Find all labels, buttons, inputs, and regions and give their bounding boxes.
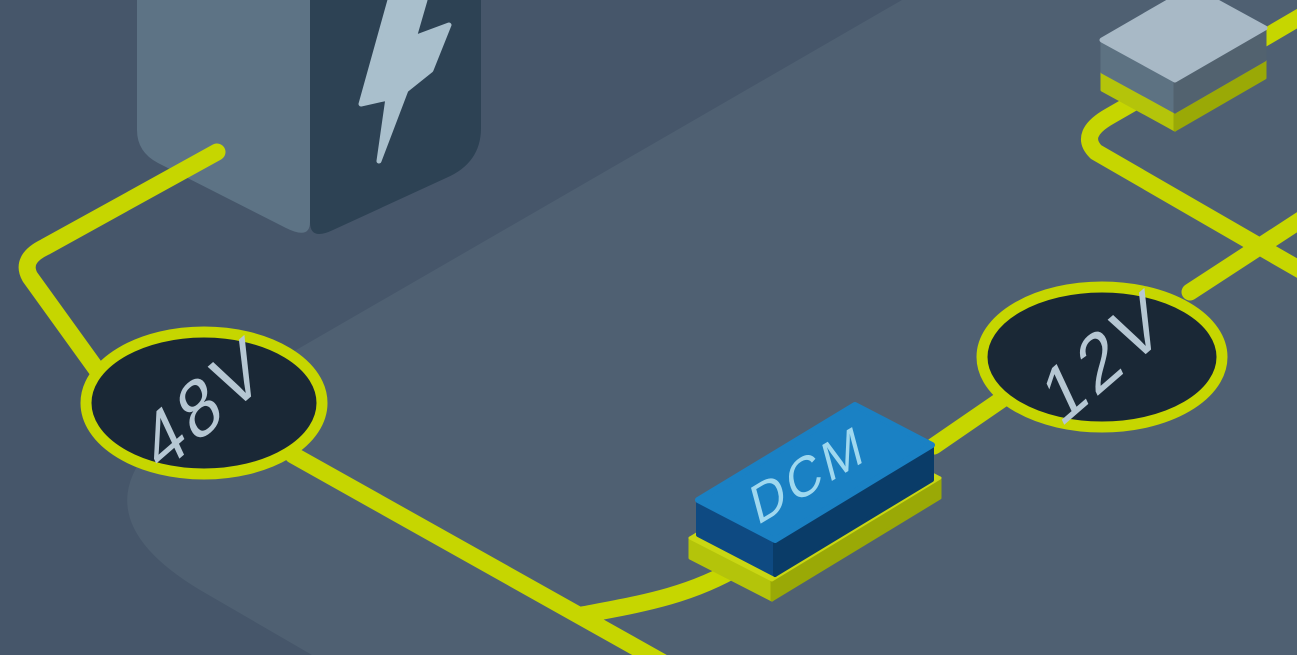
wire-48v-main-bus bbox=[284, 446, 667, 655]
battery-block bbox=[137, 0, 481, 235]
accessory-top-face bbox=[1099, 0, 1268, 83]
dcm-module: DCM bbox=[688, 402, 942, 602]
wire-accessory-loop bbox=[1081, 84, 1297, 278]
floor-plane bbox=[127, 0, 1297, 655]
node-48v bbox=[80, 326, 328, 480]
wire-12v-output bbox=[1181, 212, 1297, 301]
battery-left-face bbox=[137, 0, 310, 233]
node-12v bbox=[976, 281, 1228, 433]
accessory-module bbox=[1099, 0, 1268, 132]
dcm-top-face bbox=[695, 402, 935, 543]
lightning-bolt-icon bbox=[358, 0, 452, 164]
wire-harness bbox=[18, 8, 1297, 655]
wire-battery-to-48v bbox=[18, 143, 226, 379]
